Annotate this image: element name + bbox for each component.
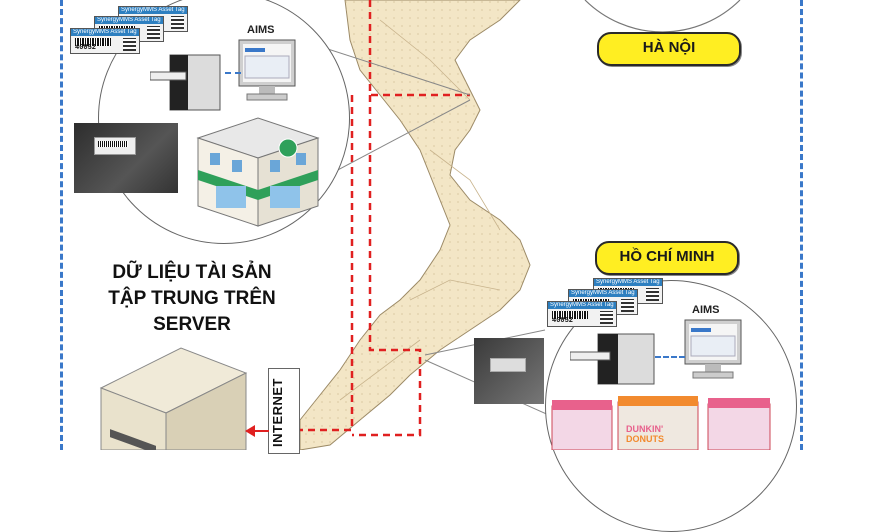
computer-monitor-icon (684, 319, 742, 379)
blue-dashed-link (655, 356, 685, 358)
hanoi-badge: HÀ NỘI (597, 32, 741, 66)
server-tower-icon (99, 347, 248, 450)
route-line-vertical (300, 95, 354, 432)
svg-text:DUNKIN': DUNKIN' (626, 424, 663, 434)
computer-monitor-icon (238, 39, 296, 101)
top-right-circle (584, 0, 741, 33)
blue-dashed-link (225, 72, 241, 74)
aims-label-top: AIMS (247, 24, 275, 36)
label-printer-icon (150, 54, 221, 111)
tag-photo (474, 338, 544, 404)
route-line-south (352, 95, 422, 437)
server-caption: DỮ LIỆU TÀI SẢN TẬP TRUNG TRÊN SERVER (108, 262, 276, 335)
arrow-left-icon (245, 425, 269, 437)
right-frame-border (800, 0, 803, 450)
svg-text:DONUTS: DONUTS (626, 434, 664, 444)
route-line-north (368, 0, 470, 97)
aims-label-bottom: AIMS (692, 304, 720, 316)
label-printer-icon (570, 333, 655, 385)
donut-shops-icon: DUNKIN' DONUTS (551, 396, 771, 450)
tagged-equipment-photo (74, 123, 178, 193)
pharmacy-building-icon (196, 117, 320, 227)
left-frame-border (60, 0, 63, 450)
internet-box: INTERNET (268, 368, 300, 454)
hcm-badge: HỒ CHÍ MINH (595, 241, 739, 275)
vietnam-map (299, 0, 741, 450)
